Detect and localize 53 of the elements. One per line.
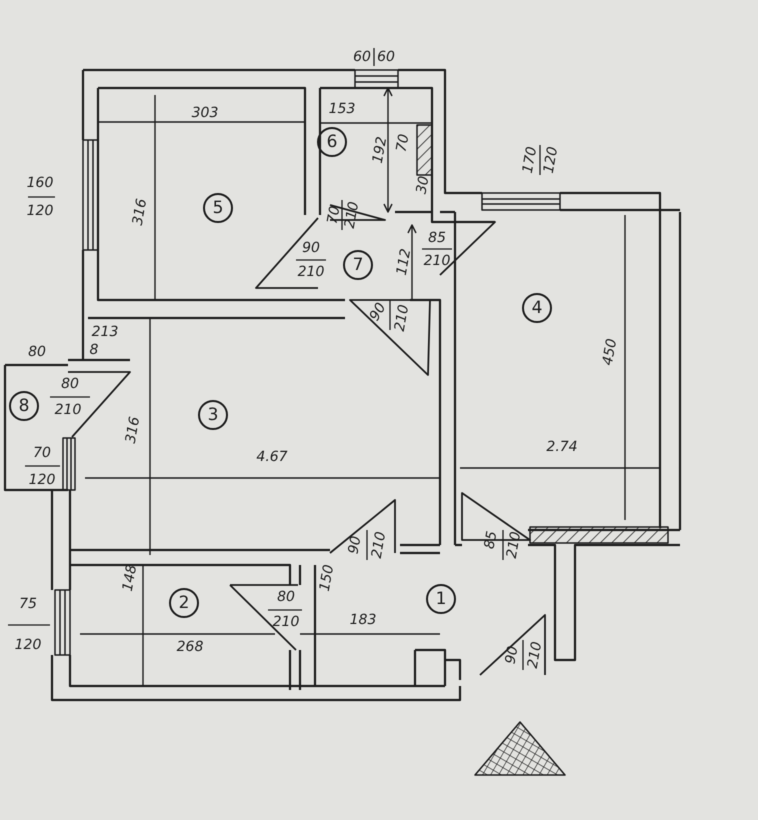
room-number: 5 <box>203 193 233 223</box>
dimension-text: 316 <box>130 198 150 226</box>
dimension-text: 90 <box>367 300 389 324</box>
dimension-text: 153 <box>328 102 356 116</box>
dimension-text: 148 <box>120 564 140 592</box>
dimension-text: 8 <box>90 343 98 357</box>
dimension-text: 210 <box>370 530 388 560</box>
dimension-text: 192 <box>370 136 390 164</box>
room-number: 4 <box>522 293 552 323</box>
dimension-text: 70 <box>394 133 412 153</box>
dimension-text: 316 <box>124 416 142 444</box>
dimension-text: 210 <box>392 304 412 332</box>
dimension-text: 70 <box>33 446 51 460</box>
dimension-text: 90 <box>346 535 364 555</box>
dimension-text: 170 <box>520 146 540 174</box>
dimension-text: 80 <box>28 345 46 359</box>
dimension-text: 213 <box>92 325 118 339</box>
room-number: 2 <box>169 588 199 618</box>
dimension-text: 210 <box>54 403 82 417</box>
dimension-text: 210 <box>424 254 450 268</box>
room-number: 3 <box>198 400 228 430</box>
dimension-text: 183 <box>350 613 376 627</box>
dimension-text: 2.74 <box>546 440 578 454</box>
room-number: 8 <box>9 391 39 421</box>
dimension-text: 120 <box>542 146 560 174</box>
room-number: 7 <box>343 250 373 280</box>
dimension-text: 4.67 <box>256 450 288 464</box>
dimension-text: 210 <box>526 640 544 670</box>
dimension-text: 85 <box>482 530 500 550</box>
dimension-text: 75 <box>19 597 37 611</box>
dimension-text: 60 <box>377 50 395 64</box>
dimension-text: 80 <box>61 377 79 391</box>
dimension-text: 210 <box>342 200 362 230</box>
dimension-text: 80 <box>277 590 295 604</box>
room-number: 6 <box>317 127 347 157</box>
dimension-text: 210 <box>298 265 324 279</box>
dimension-text: 160 <box>26 176 54 190</box>
dimension-text: 85 <box>428 231 446 245</box>
dimension-text: 303 <box>192 106 218 120</box>
dimension-text: 120 <box>14 638 42 652</box>
dimension-text: 70 <box>326 205 342 225</box>
dimension-text: 210 <box>504 530 524 560</box>
dimension-text: 112 <box>394 248 414 276</box>
dimension-text: 450 <box>600 338 620 366</box>
dimension-text: 120 <box>28 473 56 487</box>
dimension-text: 60 <box>353 50 371 64</box>
dimension-text: 150 <box>318 564 336 592</box>
dimension-text: 268 <box>176 640 204 654</box>
dimension-text: 120 <box>26 204 54 218</box>
dimension-text: 210 <box>272 615 300 629</box>
room-number: 1 <box>426 584 456 614</box>
dimension-text: 90 <box>302 241 320 255</box>
dimension-text: 30 <box>414 175 432 195</box>
